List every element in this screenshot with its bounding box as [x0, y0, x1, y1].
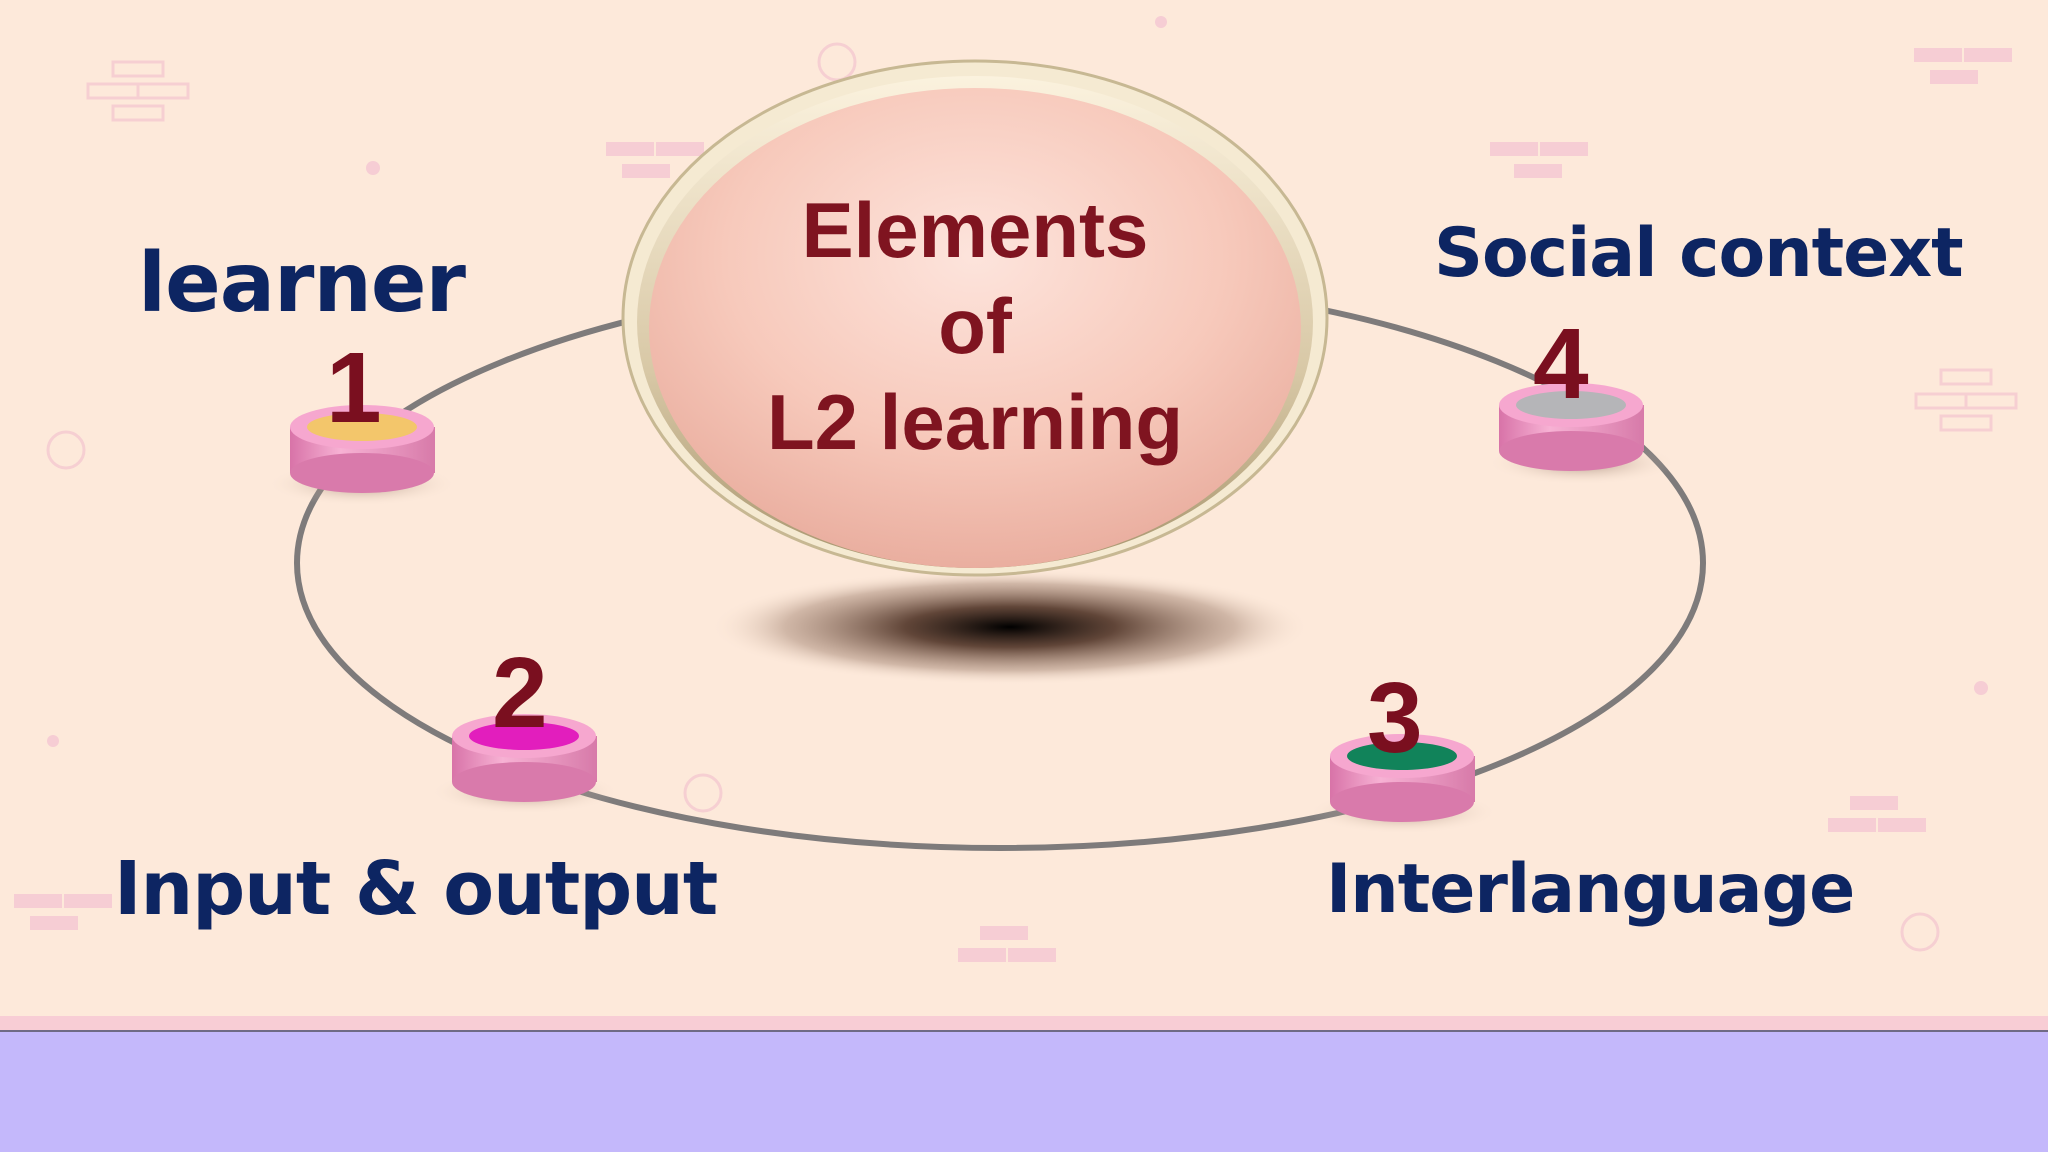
node-1-number: 1 [326, 332, 382, 444]
bottom-divider [0, 1030, 2048, 1032]
node-4-number: 4 [1533, 308, 1589, 420]
background-decoration-filled [14, 16, 2012, 962]
node-disc-3 [1308, 734, 1498, 834]
node-3-number: 3 [1367, 662, 1423, 774]
node-4-label: Social context [1434, 214, 1964, 293]
center-title: Elements of L2 learning [735, 182, 1215, 470]
node-4-center [1516, 391, 1626, 419]
node-disc-1 [267, 405, 457, 506]
node-3-label: Interlanguage [1326, 850, 1855, 929]
node-3-center [1347, 742, 1457, 770]
center-shadow [710, 569, 1310, 685]
background-decoration [46, 42, 2018, 952]
center-title-line-2: of [938, 282, 1012, 370]
node-2-number: 2 [492, 637, 548, 749]
node-2-center [469, 722, 579, 750]
node-disc-2 [430, 714, 620, 814]
node-1-label: learner [138, 236, 466, 331]
center-title-line-3: L2 learning [766, 378, 1184, 466]
center-circle [621, 59, 1329, 577]
node-disc-4 [1487, 383, 1677, 485]
node-2-label: Input & output [114, 846, 718, 932]
bottom-bar [0, 1032, 2048, 1152]
node-1-center [307, 413, 417, 441]
center-title-line-1: Elements [801, 186, 1149, 274]
bottom-pink-stripe [0, 1016, 2048, 1030]
